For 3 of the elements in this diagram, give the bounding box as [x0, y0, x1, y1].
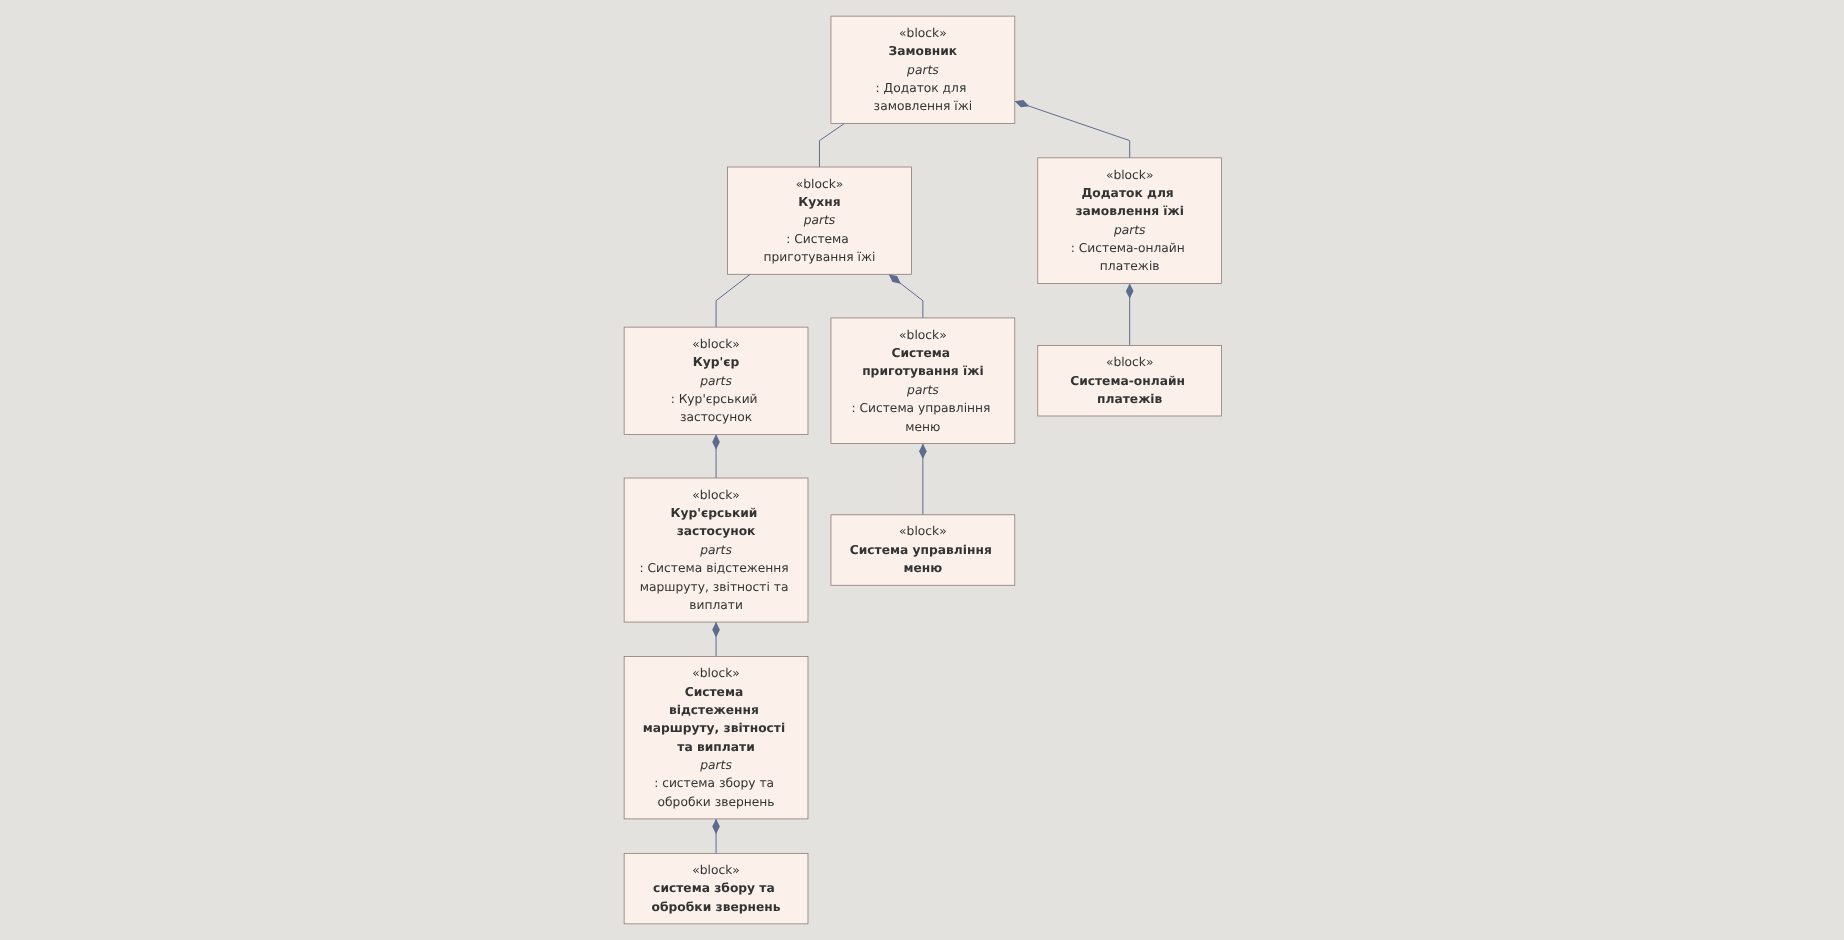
composition-line: [711, 433, 719, 479]
association-line: [714, 273, 750, 328]
association-line: [818, 122, 845, 168]
